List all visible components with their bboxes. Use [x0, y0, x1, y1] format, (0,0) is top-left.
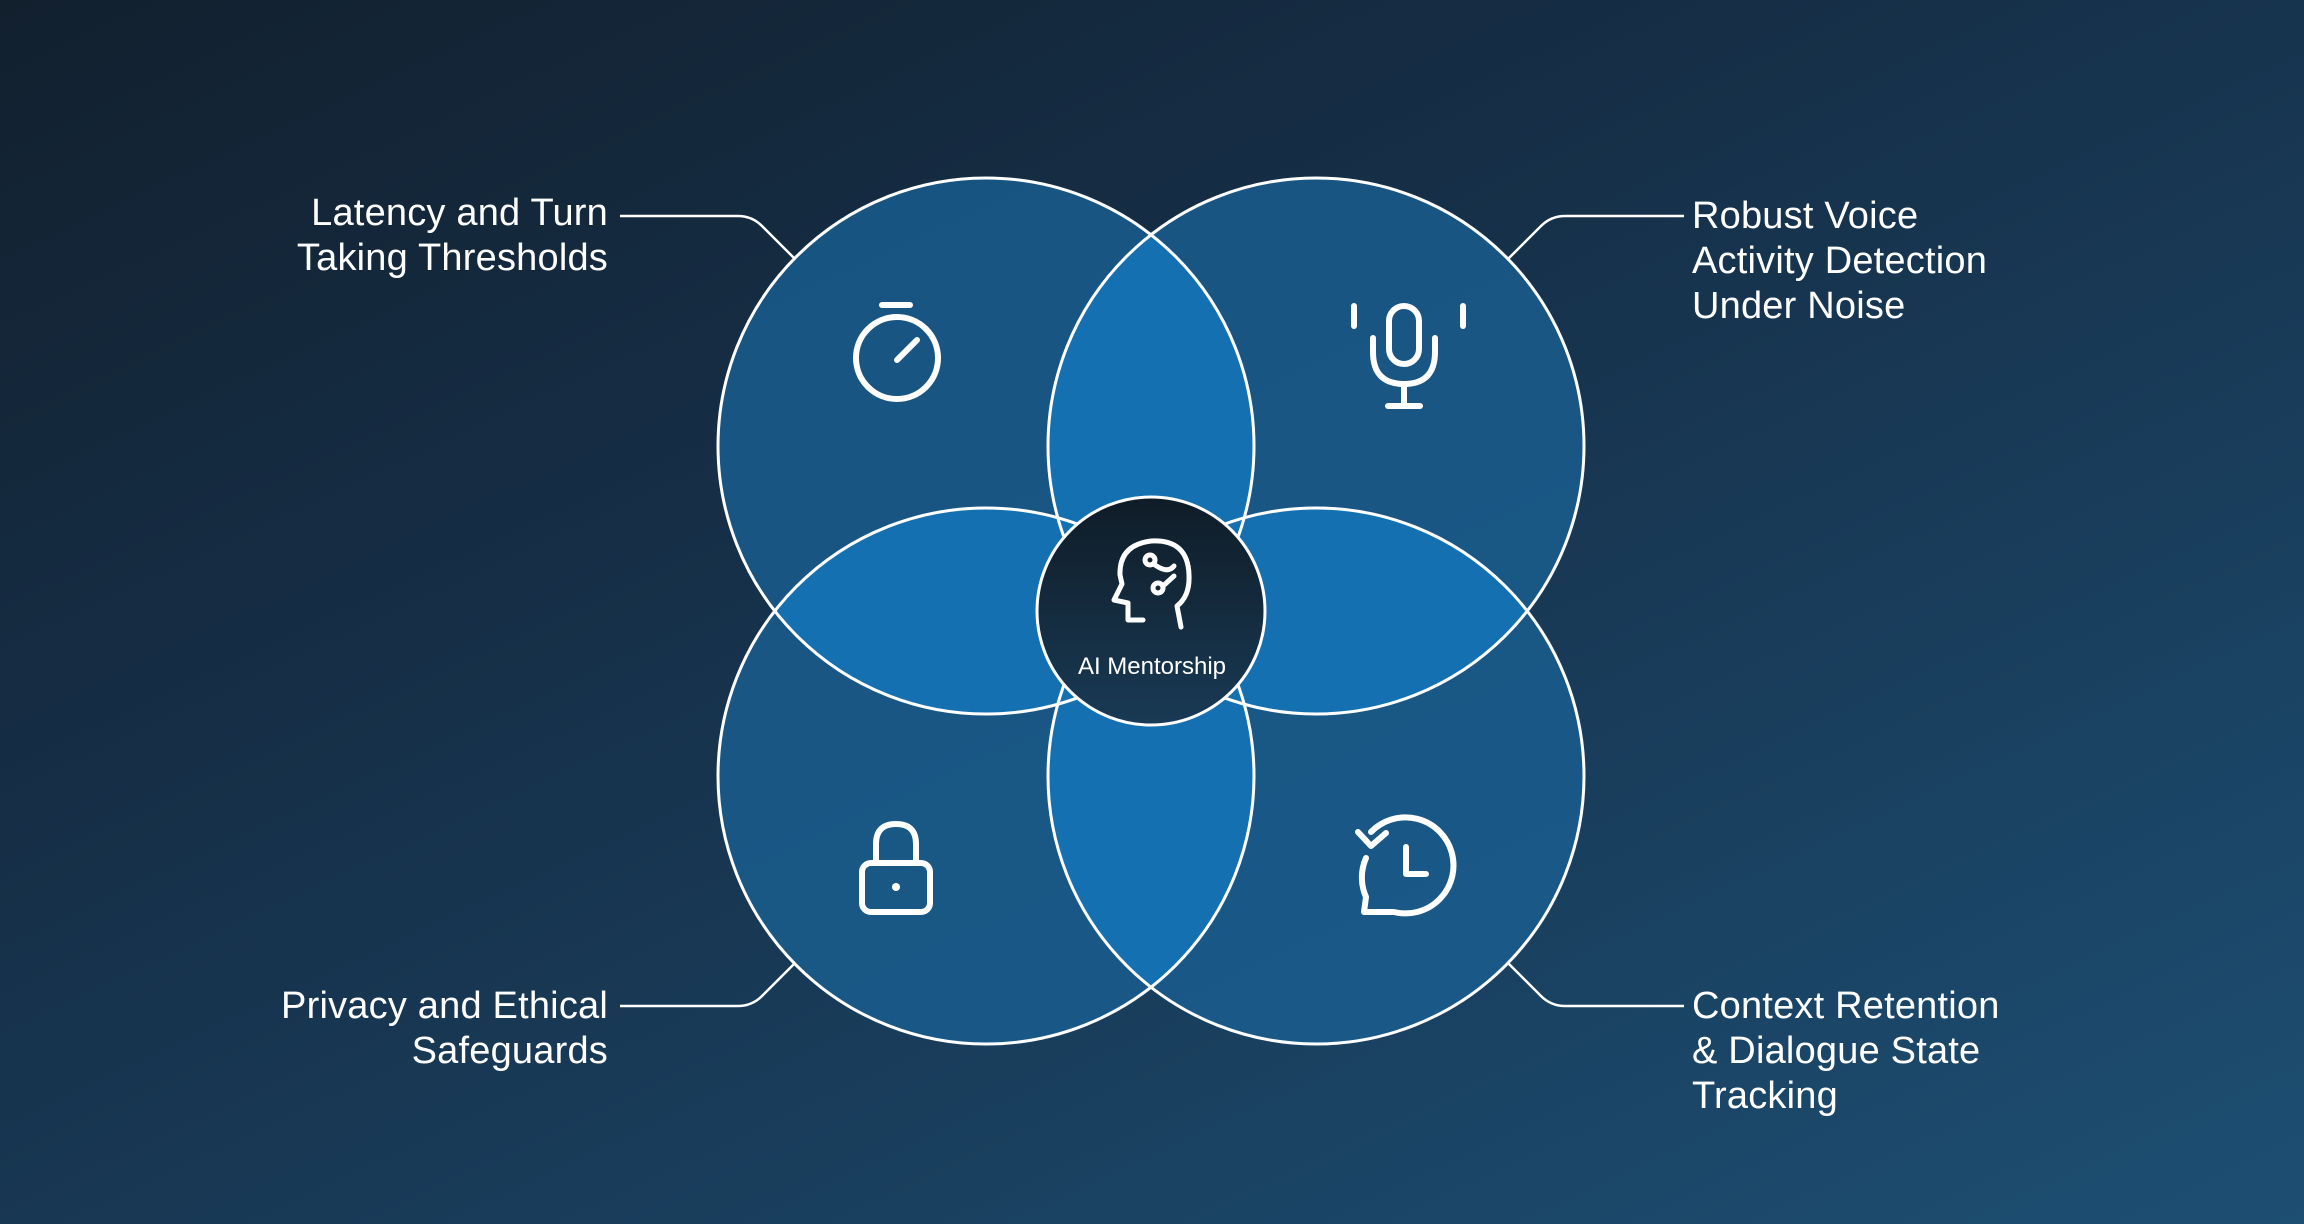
label-line: Safeguards — [411, 1030, 608, 1072]
center-hub — [1035, 495, 1267, 727]
label-line: Activity Detection — [1692, 240, 1988, 282]
stopwatch-icon — [853, 302, 941, 402]
microphone-icon — [1351, 303, 1466, 409]
circle-outlines — [716, 176, 1586, 1046]
padlock-icon — [859, 821, 933, 915]
center-label: AI Mentorship — [1077, 653, 1227, 680]
label-line: Under Noise — [1692, 285, 1906, 327]
leader-lines — [620, 214, 1684, 1008]
chat-history-icon — [1355, 814, 1457, 917]
label-voice-activity-detection: Robust Voice Activity Detection Under No… — [1692, 194, 1987, 329]
label-line: Context Retention — [1692, 985, 2000, 1027]
label-latency-turn-taking: Latency and Turn Taking Thresholds — [297, 191, 608, 281]
brain-head-icon — [1111, 538, 1192, 630]
label-context-retention: Context Retention & Dialogue State Track… — [1692, 984, 2000, 1119]
leader-line-top-left — [620, 214, 796, 260]
label-line: Taking Thresholds — [296, 237, 608, 279]
leader-line-bottom-left — [620, 962, 796, 1008]
label-privacy-ethical-safeguards: Privacy and Ethical Safeguards — [281, 984, 608, 1074]
label-line: Latency and Turn — [311, 192, 608, 234]
leader-line-top-right — [1507, 214, 1684, 260]
leader-line-bottom-right — [1507, 962, 1684, 1008]
label-line: Tracking — [1692, 1075, 1838, 1117]
label-line: Robust Voice — [1692, 195, 1919, 237]
label-line: Privacy and Ethical — [281, 985, 608, 1027]
label-line: & Dialogue State — [1692, 1030, 1981, 1072]
